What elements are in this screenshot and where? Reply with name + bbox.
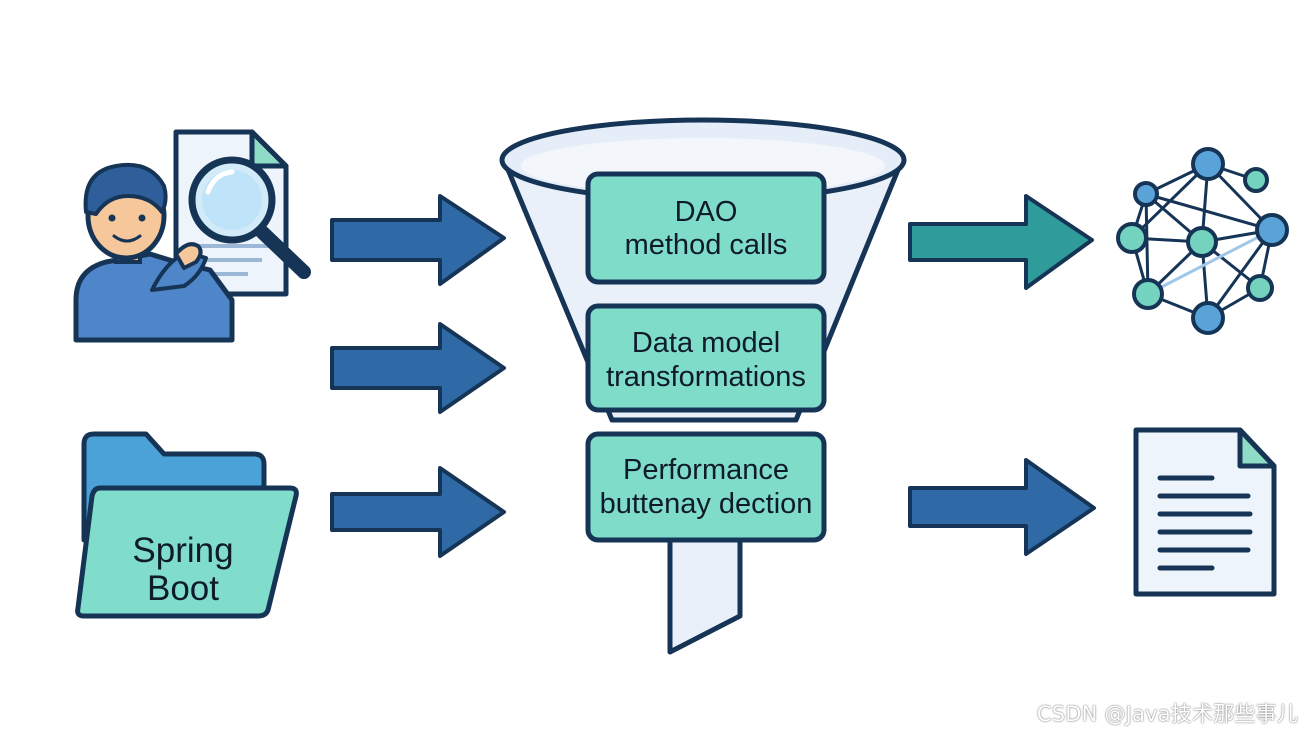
funnel-stage-data-model: Data model transformations: [585, 303, 827, 413]
arrow-icon: [330, 194, 506, 286]
folder-label-line-2: Boot: [147, 569, 219, 608]
arrow-icon: [908, 194, 1094, 290]
input-arrows: [330, 194, 506, 558]
funnel-stage-dao: DAO method calls: [585, 171, 827, 285]
stage-label-line: Performance: [623, 454, 789, 486]
stage-label-line: buttenay dection: [600, 488, 813, 520]
stage-label-line: Data model: [632, 327, 780, 359]
magnifier-icon: [188, 156, 311, 279]
watermark: CSDN @Java技术那些事儿: [1036, 702, 1298, 726]
stage-label-line: DAO: [675, 196, 738, 228]
stage-label-line: transformations: [606, 361, 806, 393]
stage-label-line: method calls: [625, 229, 788, 261]
output-arrows: [908, 194, 1096, 556]
arrow-icon: [330, 466, 506, 558]
network-graph-icon: [1116, 147, 1289, 335]
folder-label-line-1: Spring: [132, 531, 233, 570]
user-inspecting-document-icon: [73, 129, 311, 343]
funnel-stage-performance: Performance buttenay dection: [585, 431, 827, 543]
folder-icon: Spring Boot: [75, 431, 299, 619]
arrow-icon: [908, 458, 1096, 556]
document-icon: [1133, 427, 1277, 597]
arrow-icon: [330, 322, 506, 414]
